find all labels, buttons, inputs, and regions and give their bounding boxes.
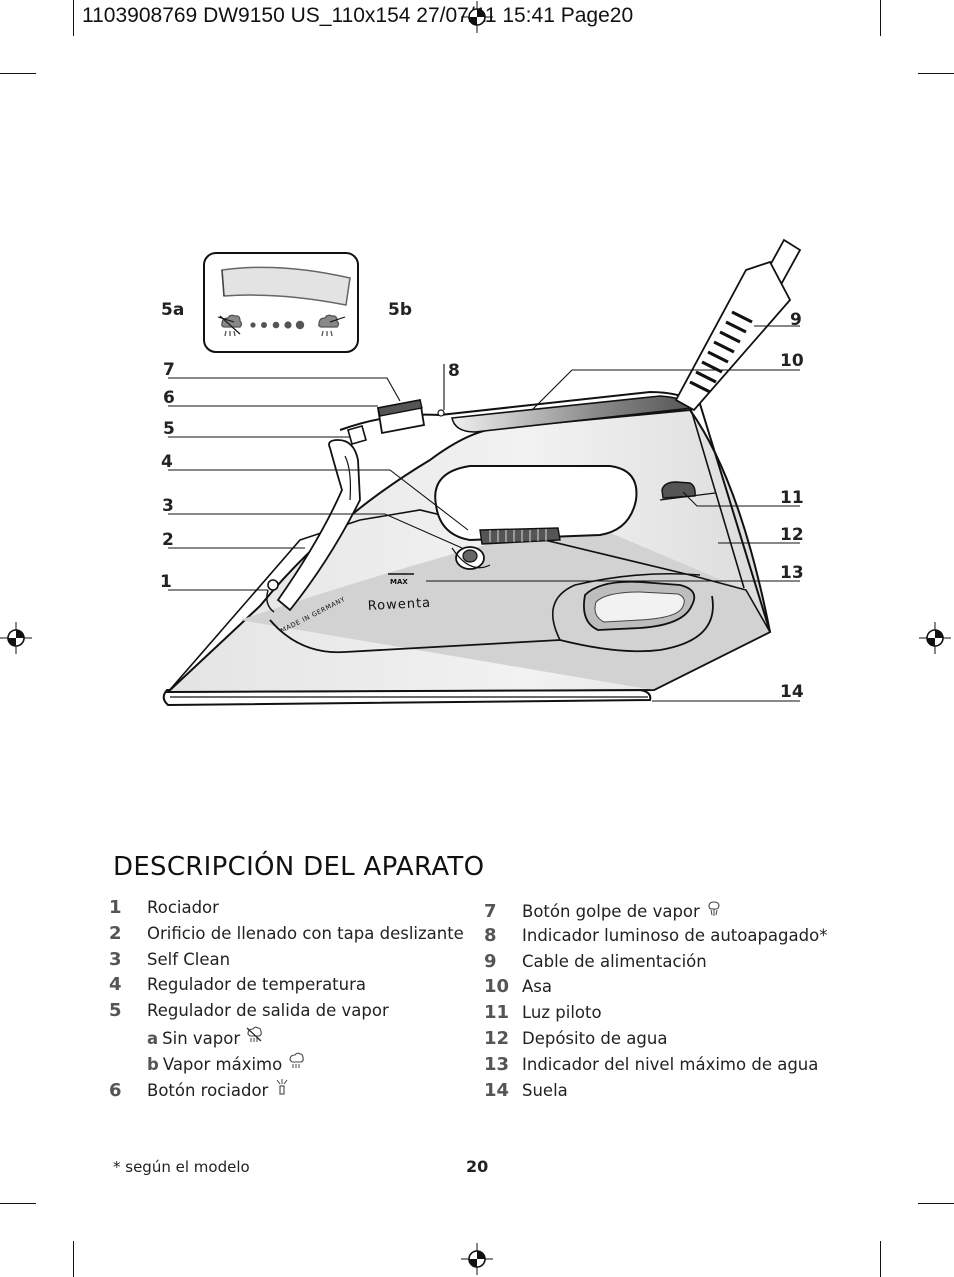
list-item: 12 Depósito de agua bbox=[484, 1028, 827, 1054]
part-number: 14 bbox=[484, 1079, 510, 1101]
part-label: Vapor máximo bbox=[162, 1054, 283, 1074]
crop-mark bbox=[73, 0, 74, 36]
part-number: 10 bbox=[484, 976, 510, 998]
part-number: 5 bbox=[109, 1000, 122, 1022]
part-number: 6 bbox=[109, 1079, 122, 1101]
callout-9: 9 bbox=[790, 310, 802, 330]
crop-mark bbox=[0, 1203, 36, 1204]
callout-leader-lines bbox=[168, 316, 800, 702]
part-label: Regulador de salida de vapor bbox=[147, 1001, 389, 1021]
list-item: 7 Botón golpe de vapor bbox=[484, 899, 827, 925]
no-steam-icon bbox=[246, 1026, 262, 1042]
front-controls bbox=[266, 398, 445, 613]
part-label: Depósito de agua bbox=[522, 1028, 668, 1048]
part-number: 9 bbox=[484, 950, 497, 972]
crop-mark bbox=[918, 1203, 954, 1204]
callout-5a: 5a bbox=[161, 300, 184, 320]
part-label: Indicador luminoso de autoapagado* bbox=[522, 925, 828, 945]
registration-mark-icon bbox=[0, 622, 32, 654]
callout-11: 11 bbox=[780, 488, 804, 508]
part-label: Regulador de temperatura bbox=[147, 975, 367, 995]
crop-mark bbox=[880, 1241, 881, 1277]
print-slug-header: 1103908769 DW9150 US_110x154 27/07/11 15… bbox=[82, 4, 634, 27]
part-label: Botón golpe de vapor bbox=[522, 902, 700, 921]
part-number: 13 bbox=[484, 1053, 510, 1075]
list-item: 9 Cable de alimentación bbox=[484, 951, 827, 977]
part-number: 4 bbox=[109, 974, 122, 996]
list-item: 2 Orificio de llenado con tapa deslizant… bbox=[109, 923, 464, 949]
callout-1: 1 bbox=[160, 572, 172, 592]
list-item: 6 Botón rociador bbox=[109, 1078, 464, 1104]
part-label: Botón rociador bbox=[147, 1080, 269, 1100]
list-item: 11 Luz piloto bbox=[484, 1002, 827, 1028]
callout-12: 12 bbox=[780, 525, 804, 545]
part-label: Suela bbox=[522, 1080, 568, 1100]
part-number: 11 bbox=[484, 1002, 510, 1024]
list-item: 8 Indicador luminoso de autoapagado* bbox=[484, 925, 827, 951]
list-item: 13 Indicador del nivel máximo de agua bbox=[484, 1054, 827, 1080]
callout-14: 14 bbox=[780, 682, 804, 702]
spray-icon bbox=[276, 1078, 288, 1095]
iron-handle bbox=[339, 390, 771, 633]
crop-mark bbox=[880, 0, 881, 36]
callout-7: 7 bbox=[163, 360, 175, 380]
parts-list-left: 1 Rociador 2 Orificio de llenado con tap… bbox=[109, 897, 464, 1103]
registration-mark-icon bbox=[919, 622, 951, 654]
callout-5: 5 bbox=[163, 419, 175, 439]
registration-mark-icon bbox=[461, 1, 493, 33]
iron-diagram: MAX MADE IN GERMANY Rowenta 5a 5b 7 6 5 … bbox=[160, 238, 804, 707]
part-label: Self Clean bbox=[147, 949, 231, 969]
list-item: 1 Rociador bbox=[109, 897, 464, 923]
list-item: 10 Asa bbox=[484, 976, 827, 1002]
callout-3: 3 bbox=[162, 496, 174, 516]
part-label: Asa bbox=[522, 977, 552, 997]
list-sub-item: b Vapor máximo bbox=[109, 1052, 464, 1078]
part-number: 7 bbox=[484, 901, 497, 922]
part-label: Luz piloto bbox=[522, 1003, 602, 1023]
max-steam-icon bbox=[318, 314, 340, 337]
max-steam-icon bbox=[289, 1052, 305, 1068]
part-label: Orificio de llenado con tapa deslizante bbox=[147, 923, 464, 943]
part-label: Sin vapor bbox=[162, 1028, 241, 1048]
max-marking-text: MAX bbox=[390, 578, 408, 586]
page-number: 20 bbox=[466, 1157, 489, 1176]
steam-burst-icon bbox=[708, 901, 720, 916]
max-level-marking: MAX bbox=[388, 573, 414, 586]
part-number: 12 bbox=[484, 1027, 510, 1049]
part-label: Rociador bbox=[147, 898, 219, 917]
parts-list-right: 7 Botón golpe de vapor 8 Indicador lumin… bbox=[484, 899, 827, 1105]
part-label: Indicador del nivel máximo de agua bbox=[522, 1054, 819, 1074]
callout-labels: 5a 5b 7 6 5 4 3 2 1 8 9 10 11 12 13 14 bbox=[160, 300, 804, 702]
list-item: 5 Regulador de salida de vapor bbox=[109, 1000, 464, 1026]
list-sub-item: a Sin vapor bbox=[109, 1026, 464, 1052]
list-item: 14 Suela bbox=[484, 1080, 827, 1106]
sub-letter: a bbox=[147, 1028, 159, 1048]
footnote: * según el modelo bbox=[113, 1158, 250, 1176]
callout-10: 10 bbox=[780, 351, 804, 371]
steam-selector-inset bbox=[203, 252, 359, 353]
registration-mark-icon bbox=[461, 1243, 493, 1275]
power-cord bbox=[674, 238, 802, 412]
list-item: 3 Self Clean bbox=[109, 949, 464, 975]
temperature-dial bbox=[451, 527, 561, 570]
callout-2: 2 bbox=[162, 530, 174, 550]
callout-6: 6 bbox=[163, 388, 175, 408]
part-number: 8 bbox=[484, 924, 497, 946]
callout-13: 13 bbox=[780, 563, 804, 583]
callout-8: 8 bbox=[448, 361, 460, 381]
part-number: 2 bbox=[109, 922, 122, 944]
part-number: 1 bbox=[109, 897, 122, 918]
crop-mark bbox=[73, 1241, 74, 1277]
brand-logo: Rowenta bbox=[367, 596, 431, 614]
sub-letter: b bbox=[147, 1054, 159, 1074]
crop-mark bbox=[918, 73, 954, 74]
callout-4: 4 bbox=[161, 452, 173, 472]
soleplate bbox=[162, 689, 652, 707]
crop-mark bbox=[0, 73, 36, 74]
list-item: 4 Regulador de temperatura bbox=[109, 974, 464, 1000]
section-title: DESCRIPCIÓN DEL APARATO bbox=[113, 852, 485, 882]
part-number: 3 bbox=[109, 948, 122, 970]
callout-5b: 5b bbox=[388, 300, 412, 320]
part-label: Cable de alimentación bbox=[522, 951, 707, 971]
